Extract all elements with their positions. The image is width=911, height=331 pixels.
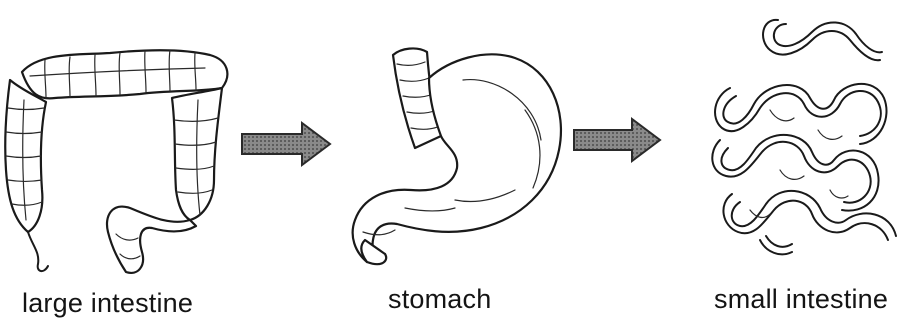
right-arrow-icon [240, 120, 332, 173]
small-intestine-illustration [700, 10, 900, 275]
label-small-intestine: small intestine [714, 284, 888, 315]
large-intestine-illustration [0, 20, 240, 285]
label-large-intestine: large intestine [22, 288, 193, 319]
label-stomach: stomach [388, 284, 491, 315]
stomach-illustration [345, 40, 580, 270]
right-arrow-icon [572, 116, 662, 169]
